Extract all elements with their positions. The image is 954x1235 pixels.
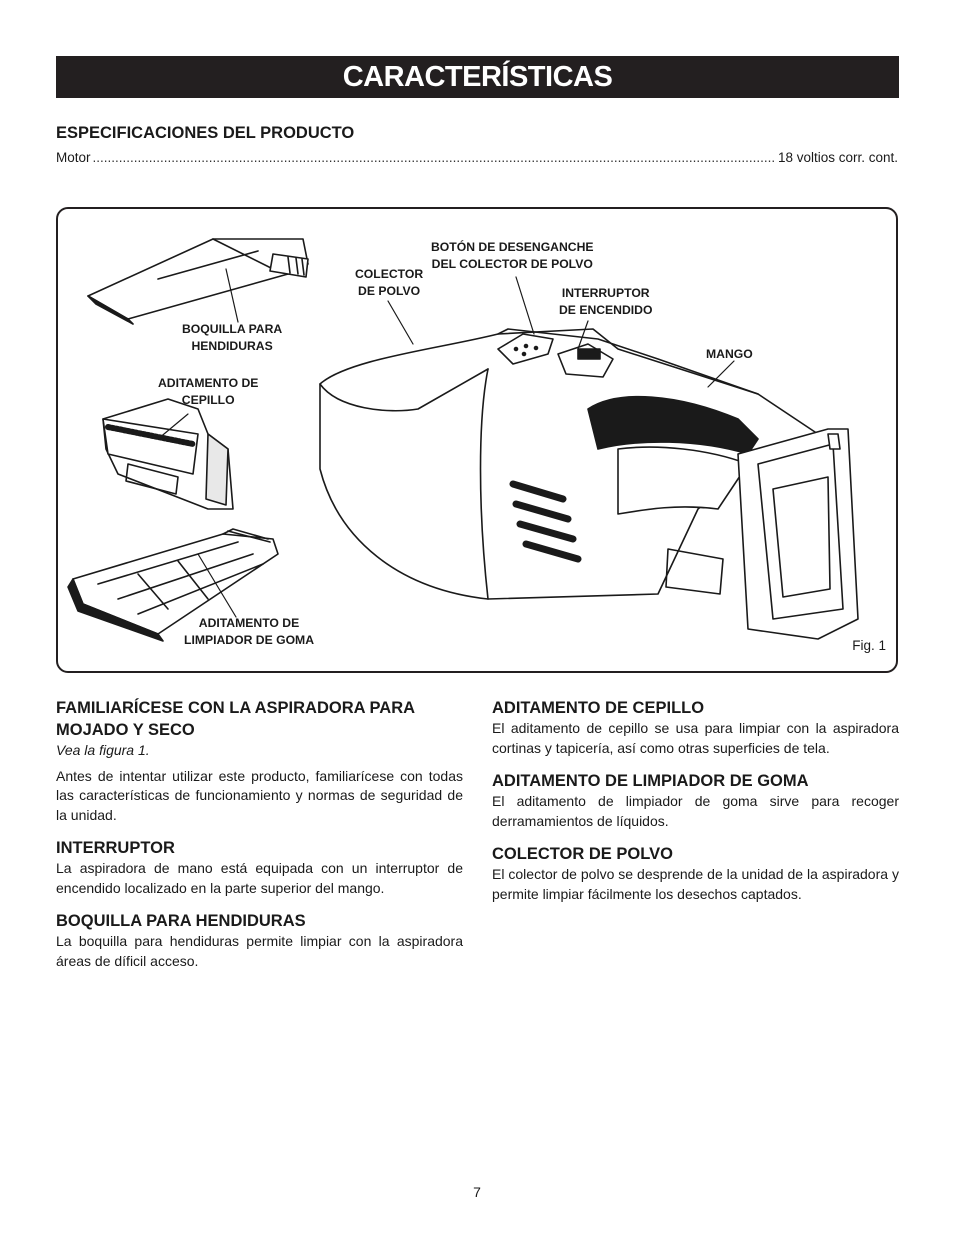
handheld-vacuum-drawing	[319, 328, 859, 640]
left-column: FAMILIARÍCESE CON LA ASPIRADORA PARA MOJ…	[56, 697, 463, 971]
page-title: CARACTERÍSTICAS	[56, 56, 899, 98]
label-crevice-nozzle: BOQUILLA PARA HENDIDURAS	[182, 322, 283, 353]
section-heading-brush: ADITAMENTO DE CEPILLO	[492, 699, 705, 717]
paragraph-familiarize: Antes de intentar utilizar este producto…	[56, 767, 463, 823]
label-handle: MANGO	[706, 347, 753, 361]
leader-dots: ........................................…	[92, 150, 776, 165]
brush-tool-drawing	[102, 398, 234, 510]
paragraph-brush: El aditamento de cepillo se usa para lim…	[492, 720, 899, 756]
paragraph-squeegee: El aditamento de limpiador de goma sirve…	[492, 793, 899, 829]
spec-value: 18 voltios corr. cont.	[777, 150, 898, 165]
label-squeegee-attachment: ADITAMENTO DE LIMPIADOR DE GOMA	[184, 616, 314, 647]
figure-reference: Vea la figura 1.	[56, 742, 150, 758]
section-heading-familiarize: FAMILIARÍCESE CON LA ASPIRADORA PARA MOJ…	[56, 699, 415, 739]
spec-label: Motor	[56, 150, 91, 165]
spec-row-motor: Motor ..................................…	[56, 150, 898, 165]
label-release-button: BOTÓN DE DESENGANCHE DEL COLECTOR DE POL…	[431, 240, 594, 271]
figure-1: BOQUILLA PARA HENDIDURAS ADITAMENTO DE C…	[56, 207, 898, 673]
section-heading-crevice-nozzle: BOQUILLA PARA HENDIDURAS	[56, 912, 306, 930]
section-heading-switch: INTERRUPTOR	[56, 839, 175, 857]
specs-heading: ESPECIFICACIONES DEL PRODUCTO	[56, 124, 355, 142]
figure-caption: Fig. 1	[852, 638, 886, 653]
label-brush-attachment: ADITAMENTO DE CEPILLO	[158, 376, 259, 407]
squeegee-tool-drawing	[67, 528, 279, 642]
paragraph-switch: La aspiradora de mano está equipada con …	[56, 860, 463, 896]
section-heading-squeegee: ADITAMENTO DE LIMPIADOR DE GOMA	[492, 772, 809, 790]
vacuum-illustration	[67, 238, 859, 642]
label-dust-collector: COLECTOR DE POLVO	[355, 267, 424, 298]
paragraph-crevice-nozzle: La boquilla para hendiduras permite limp…	[56, 933, 463, 969]
leader-lines	[157, 268, 735, 618]
right-column: ADITAMENTO DE CEPILLO El aditamento de c…	[492, 697, 899, 904]
page-number: 7	[473, 1184, 481, 1200]
label-power-switch: INTERRUPTOR DE ENCENDIDO	[559, 286, 653, 317]
crevice-tool-drawing	[87, 238, 309, 325]
paragraph-dust-collector: El colector de polvo se desprende de la …	[492, 866, 899, 902]
section-heading-dust-collector: COLECTOR DE POLVO	[492, 845, 673, 863]
